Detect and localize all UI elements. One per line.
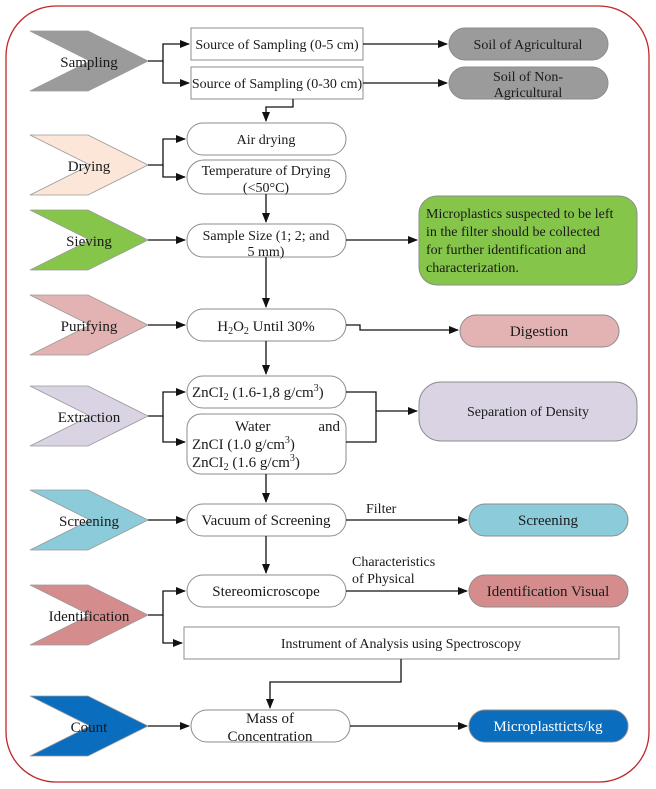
stage-drying: Drying [29,134,149,196]
step-h2o2: H2O2 Until 30% [186,308,347,342]
outcome-microplastics-note: Microplastics suspected to be left in th… [418,195,638,286]
step-stereomicroscope: Stereomicroscope [186,574,347,608]
svg-text:Digestion: Digestion [510,324,569,340]
svg-text:Concentration: Concentration [228,729,313,745]
svg-text:Air drying: Air drying [237,133,296,148]
stage-drying-shape [29,134,149,196]
svg-text:Vacuum of Screening: Vacuum of Screening [201,513,331,529]
stage-sieving-shape [29,209,149,271]
stage-sampling: Sampling [29,30,149,92]
svg-text:for further identification and: for further identification and [426,243,586,258]
svg-text:Source of Sampling (0-30 cm): Source of Sampling (0-30 cm) [192,77,363,92]
step-zncl2: ZnCI2 (1.6-1,8 g/cm3) [186,375,347,409]
step-sampling-0-5: Source of Sampling (0-5 cm) [190,27,364,61]
stage-extraction-label: Extraction [58,410,121,426]
stage-purifying-label: Purifying [61,319,118,335]
svg-text:ZnCI2 (1.6 g/cm3): ZnCI2 (1.6 g/cm3) [192,453,300,473]
svg-text:characterization.: characterization. [426,261,519,276]
stage-sieving-label: Sieving [66,234,112,250]
step-spectroscopy: Instrument of Analysis using Spectroscop… [183,626,620,660]
stage-identification-label: Identification [49,609,130,625]
stage-extraction-shape [29,385,149,447]
step-mass-concentration: Mass of Concentration [190,709,351,745]
stage-screening-label: Screening [59,514,119,530]
svg-text:and: and [318,419,340,435]
stage-screening-shape [29,489,149,551]
svg-text:Soil of Agricultural: Soil of Agricultural [474,38,583,53]
outcome-digestion: Digestion [459,314,620,348]
edge-label-characteristics: Characteristics [352,555,435,570]
stage-sampling-label: Sampling [60,55,118,71]
stage-sieving: Sieving [29,209,149,271]
svg-text:ZnCI (1.0 g/cm3): ZnCI (1.0 g/cm3) [192,435,295,453]
stage-identification: Identification [29,584,149,646]
stage-count-label: Count [71,720,109,736]
svg-text:Soil of Non-: Soil of Non- [493,70,563,85]
stage-count-shape [29,695,149,757]
svg-text:Separation of Density: Separation of Density [467,405,589,420]
outcome-microplastics-per-kg: Microplastticts/kg [468,709,629,743]
stage-screening: Screening [29,489,149,551]
stage-purifying-shape [29,294,149,356]
outcome-separation-density: Separation of Density [418,381,638,442]
stage-extraction: Extraction [29,385,149,447]
svg-text:Microplastics suspected to be: Microplastics suspected to be left [426,207,614,222]
connectors [148,40,468,730]
svg-text:Screening: Screening [518,513,578,529]
svg-text:Identification Visual: Identification Visual [487,584,610,600]
step-water-zncl: Water and ZnCI (1.0 g/cm3) ZnCI2 (1.6 g/… [186,413,347,475]
svg-text:Instrument of Analysis using S: Instrument of Analysis using Spectroscop… [281,637,521,652]
outcome-soil-non-agricultural: Soil of Non- Agricultural [448,66,609,101]
stage-identification-shape [29,584,149,646]
stage-drying-label: Drying [68,159,111,175]
svg-text:(<50°C): (<50°C) [243,181,289,196]
stage-purifying: Purifying [29,294,149,356]
svg-text:Mass of: Mass of [246,711,294,727]
outcome-identification-visual: Identification Visual [468,574,629,608]
svg-text:H2O2 Until 30%: H2O2 Until 30% [217,319,315,337]
step-sampling-0-30: Source of Sampling (0-30 cm) [190,66,364,100]
step-temperature-drying: Temperature of Drying (<50°C) [186,159,347,196]
step-sample-size: Sample Size (1; 2; and 5 mm) [186,223,347,260]
outcome-screening: Screening [468,503,629,537]
svg-text:Stereomicroscope: Stereomicroscope [212,584,320,600]
svg-text:5 mm): 5 mm) [248,245,285,260]
stage-count: Count [29,695,149,757]
svg-text:ZnCI2 (1.6-1,8 g/cm3): ZnCI2 (1.6-1,8 g/cm3) [192,383,324,403]
svg-text:Agricultural: Agricultural [494,86,563,101]
svg-text:Sample Size (1; 2; and: Sample Size (1; 2; and [203,229,330,244]
svg-text:Microplastticts/kg: Microplastticts/kg [493,719,603,735]
svg-text:Temperature of Drying: Temperature of Drying [202,164,331,179]
step-vacuum-screening: Vacuum of Screening [186,503,347,537]
svg-text:Source of Sampling (0-5 cm): Source of Sampling (0-5 cm) [195,38,359,53]
svg-text:Water: Water [235,419,270,435]
outcome-soil-agricultural: Soil of Agricultural [448,27,609,61]
edge-label-filter: Filter [366,502,397,517]
edge-label-of-physical: of Physical [352,572,415,587]
stage-sampling-shape [29,30,149,92]
svg-text:in the filter should be collec: in the filter should be collected [426,225,600,240]
step-air-drying: Air drying [186,122,347,156]
